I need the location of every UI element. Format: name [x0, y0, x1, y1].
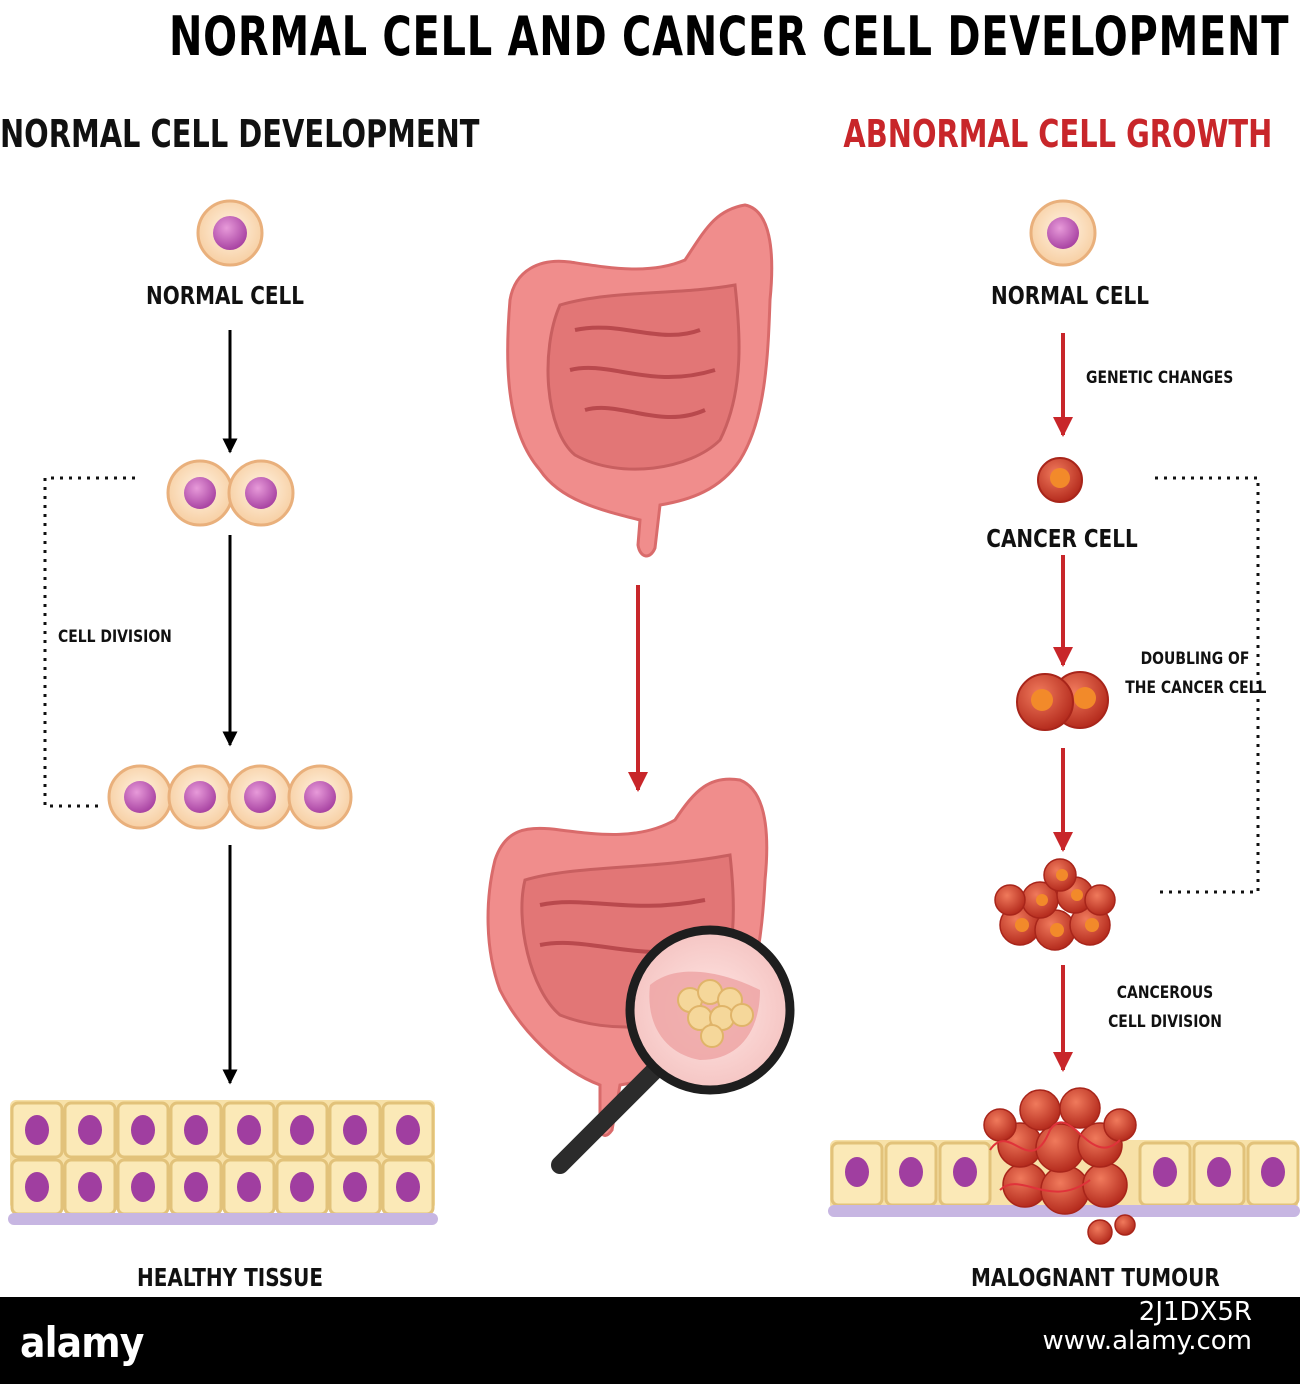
abnormal-growth-header: ABNORMAL CELL GROWTH — [843, 112, 1272, 156]
page-title: NORMAL CELL AND CANCER CELL DEVELOPMENT — [169, 5, 1290, 68]
left-normal-cell-label: NORMAL CELL — [145, 281, 305, 310]
intestine-healthy-icon — [506, 203, 774, 558]
cancerous-label-line1: CANCEROUS — [1116, 983, 1214, 1003]
genetic-changes-label: GENETIC CHANGES — [1086, 368, 1234, 388]
right-normal-cell-icon — [1029, 199, 1097, 267]
dividing-cell-pair-icon — [166, 459, 295, 527]
illustration — [8, 199, 1300, 1245]
doubling-label-line2: THE CANCER CELL — [1125, 678, 1267, 698]
doubled-cancer-cells-icon — [1016, 671, 1109, 731]
cancer-cell-icon — [1037, 457, 1083, 503]
footer-image-id: 2J1DX5R — [1138, 1297, 1252, 1327]
cancer-cluster-icon — [994, 858, 1116, 951]
four-cells-icon — [107, 764, 353, 830]
footer-image-info: 2J1DX5R www.alamy.com — [1042, 1298, 1252, 1355]
cancer-cell-label: CANCER CELL — [986, 524, 1138, 553]
doubling-label-line1: DOUBLING OF — [1140, 649, 1250, 669]
doubling-bracket — [1155, 476, 1260, 894]
healthy-tissue-icon — [8, 1100, 438, 1225]
magnifying-glass-icon — [551, 925, 795, 1174]
healthy-tissue-label: HEALTHY TISSUE — [136, 1263, 324, 1292]
right-normal-cell-label: NORMAL CELL — [990, 281, 1150, 310]
footer-url: www.alamy.com — [1042, 1325, 1252, 1356]
cell-division-bracket — [43, 476, 135, 808]
footer-bar — [0, 1297, 1300, 1384]
malignant-tumour-icon — [828, 1087, 1300, 1245]
malignant-tumour-label: MALOGNANT TUMOUR — [971, 1263, 1220, 1292]
footer-logo: alamy — [20, 1318, 144, 1367]
normal-development-header: NORMAL CELL DEVELOPMENT — [0, 112, 480, 156]
normal-cell-icon — [196, 199, 264, 267]
cell-division-label: CELL DIVISION — [58, 627, 172, 647]
cancerous-label-line2: CELL DIVISION — [1108, 1012, 1222, 1032]
